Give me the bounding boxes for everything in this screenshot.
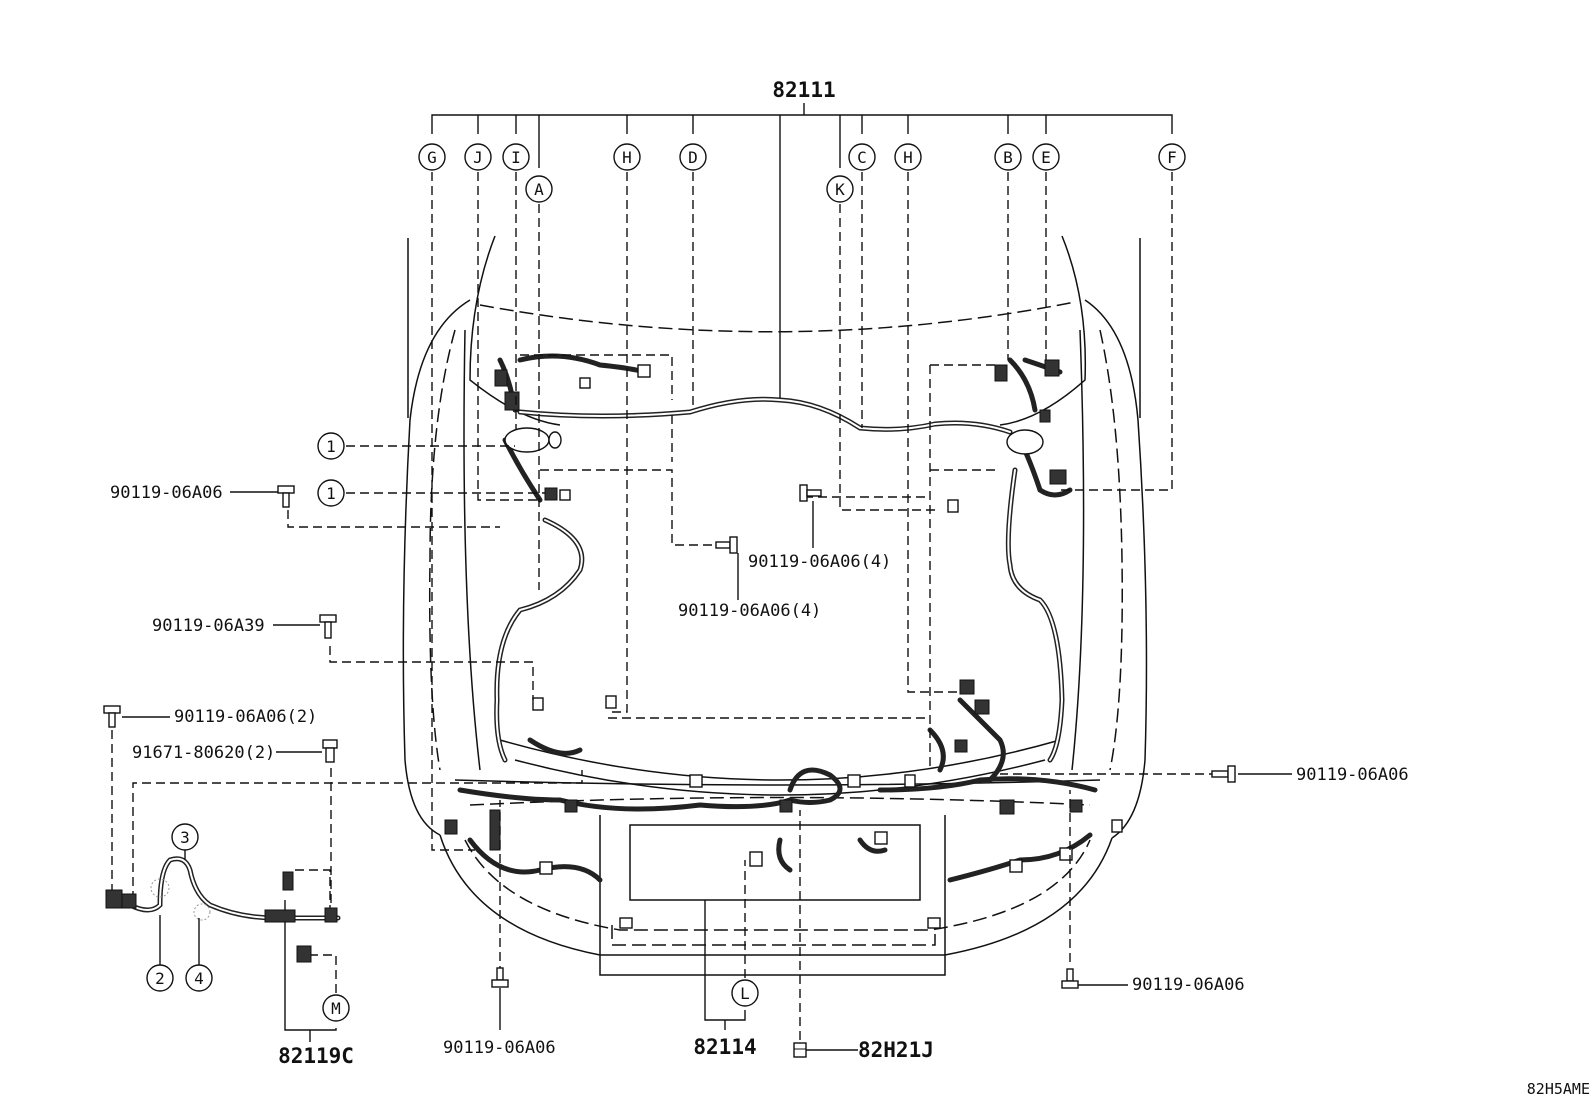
callout-c: C (848, 143, 876, 171)
callout-b: B (994, 143, 1022, 171)
svg-text:F: F (1167, 148, 1177, 167)
harness-wires (457, 353, 1098, 883)
sub-harness-82119c (105, 856, 341, 963)
callout-2: 2 (146, 964, 174, 992)
main-harness-bracket (431, 103, 1173, 398)
svg-text:1: 1 (326, 437, 336, 456)
callout-1-lower: 1 (317, 479, 345, 507)
bolt-icon-left-low (103, 705, 121, 728)
svg-text:4: 4 (194, 969, 204, 988)
callout-l: L (731, 979, 759, 1007)
bolt-icon-bottom-right (1061, 968, 1079, 989)
callout-4: 4 (185, 964, 213, 992)
harness-connectors (444, 359, 1123, 929)
callout-d: D (679, 143, 707, 171)
callout-circles: G J I A H D K C H B E F L M 1 1 2 3 4 (146, 143, 1186, 1022)
part-number-bolt-left-low: 90119-06A06(2) (174, 707, 317, 727)
clip-icon-91671 (322, 739, 338, 763)
svg-text:E: E (1041, 148, 1051, 167)
callout-m: M (322, 994, 350, 1022)
callout-a: A (525, 175, 553, 203)
svg-text:K: K (835, 180, 845, 199)
svg-text:M: M (331, 999, 341, 1018)
part-number-bolt-left-mid: 90119-06A06 (110, 483, 223, 503)
part-number-labels: 82111 82114 82119C 82H21J 90119-06A06 90… (110, 78, 1409, 1068)
callout-h-left: H (613, 143, 641, 171)
callout-3: 3 (171, 823, 199, 851)
harness-82119c-bracket (284, 900, 337, 1042)
callout-dashed-leaders (111, 172, 1218, 1040)
bolt-icon-center-right (799, 484, 822, 502)
part-number-bolt-right: 90119-06A06 (1296, 765, 1409, 785)
svg-text:1: 1 (326, 484, 336, 503)
connector-icon-82h21j (793, 1042, 807, 1058)
bolt-icon-left-mid (277, 485, 295, 508)
part-number-bolt-a39: 90119-06A39 (152, 616, 265, 636)
svg-text:H: H (903, 148, 913, 167)
callout-g: G (418, 143, 446, 171)
svg-text:2: 2 (155, 969, 165, 988)
bolt-icon-center (715, 536, 738, 554)
callout-1-upper: 1 (317, 432, 345, 460)
part-number-82119c: 82119C (278, 1044, 354, 1068)
fastener-icons (103, 484, 1236, 1058)
svg-text:A: A (534, 180, 544, 199)
callout-h-right: H (894, 143, 922, 171)
diagram-reference-code: 82H5AME (1527, 1080, 1590, 1098)
part-number-bolt-bottom-left: 90119-06A06 (443, 1038, 556, 1058)
bolt-icon-a39 (319, 614, 337, 639)
part-number-82111: 82111 (772, 78, 835, 102)
svg-text:J: J (473, 148, 483, 167)
svg-text:3: 3 (180, 828, 190, 847)
bolt-icon-right (1211, 765, 1236, 783)
svg-text:C: C (857, 148, 867, 167)
part-number-82h21j: 82H21J (858, 1038, 934, 1062)
callout-e: E (1032, 143, 1060, 171)
part-number-82114: 82114 (693, 1035, 756, 1059)
svg-text:I: I (511, 148, 521, 167)
bolt-icon-bottom-left (491, 967, 509, 988)
part-number-bolt-center: 90119-06A06(4) (678, 601, 821, 621)
svg-text:L: L (740, 984, 750, 1003)
callout-k: K (826, 175, 854, 203)
svg-text:G: G (427, 148, 437, 167)
svg-text:B: B (1003, 148, 1013, 167)
part-number-bolt-bottom-right: 90119-06A06 (1132, 975, 1245, 995)
svg-text:H: H (622, 148, 632, 167)
harness-82114-bracket (704, 900, 746, 1030)
part-number-clip-91671: 91671-80620(2) (132, 743, 275, 763)
callout-f: F (1158, 143, 1186, 171)
callout-i: I (502, 143, 530, 171)
part-number-bolt-center-right: 90119-06A06(4) (748, 552, 891, 572)
callout-j: J (464, 143, 492, 171)
part-number-leaders (122, 491, 1292, 1051)
svg-text:D: D (688, 148, 698, 167)
